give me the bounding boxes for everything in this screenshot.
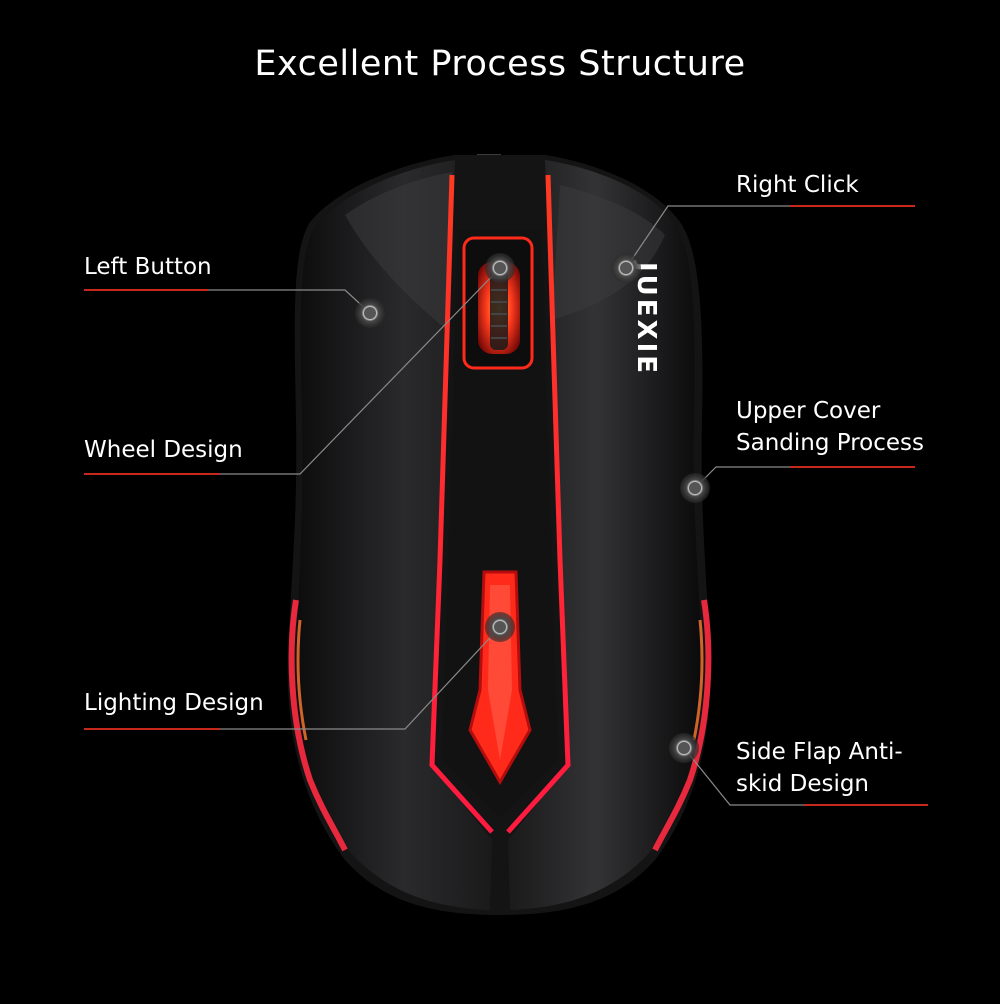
shell-sheen-right [552,185,665,320]
left-light-strip [429,174,494,834]
right-side-light [652,599,712,852]
callout-side-flap: Side Flap Anti- skid Design [736,739,903,797]
callout-lighting-design: Lighting Design [84,690,264,716]
right-shell [508,160,703,910]
brand-logo: JUEXIE [631,260,661,376]
page-title: Excellent Process Structure [254,44,746,84]
shell-sheen [345,172,452,330]
callout-left-button: Left Button [84,254,212,280]
center-channel [442,230,558,818]
leader-red-accents [84,205,928,806]
callout-upper-cover: Upper Cover Sanding Process [736,398,924,456]
callout-wheel-design: Wheel Design [84,437,243,463]
left-side-light [288,599,348,852]
left-side-light-inner [296,619,308,741]
left-shell [295,160,492,910]
callout-right-click: Right Click [736,172,859,198]
callout-dots [355,253,710,763]
wheel-grip [490,266,508,350]
right-side-light-inner [692,619,704,741]
right-light-strip [506,174,571,834]
